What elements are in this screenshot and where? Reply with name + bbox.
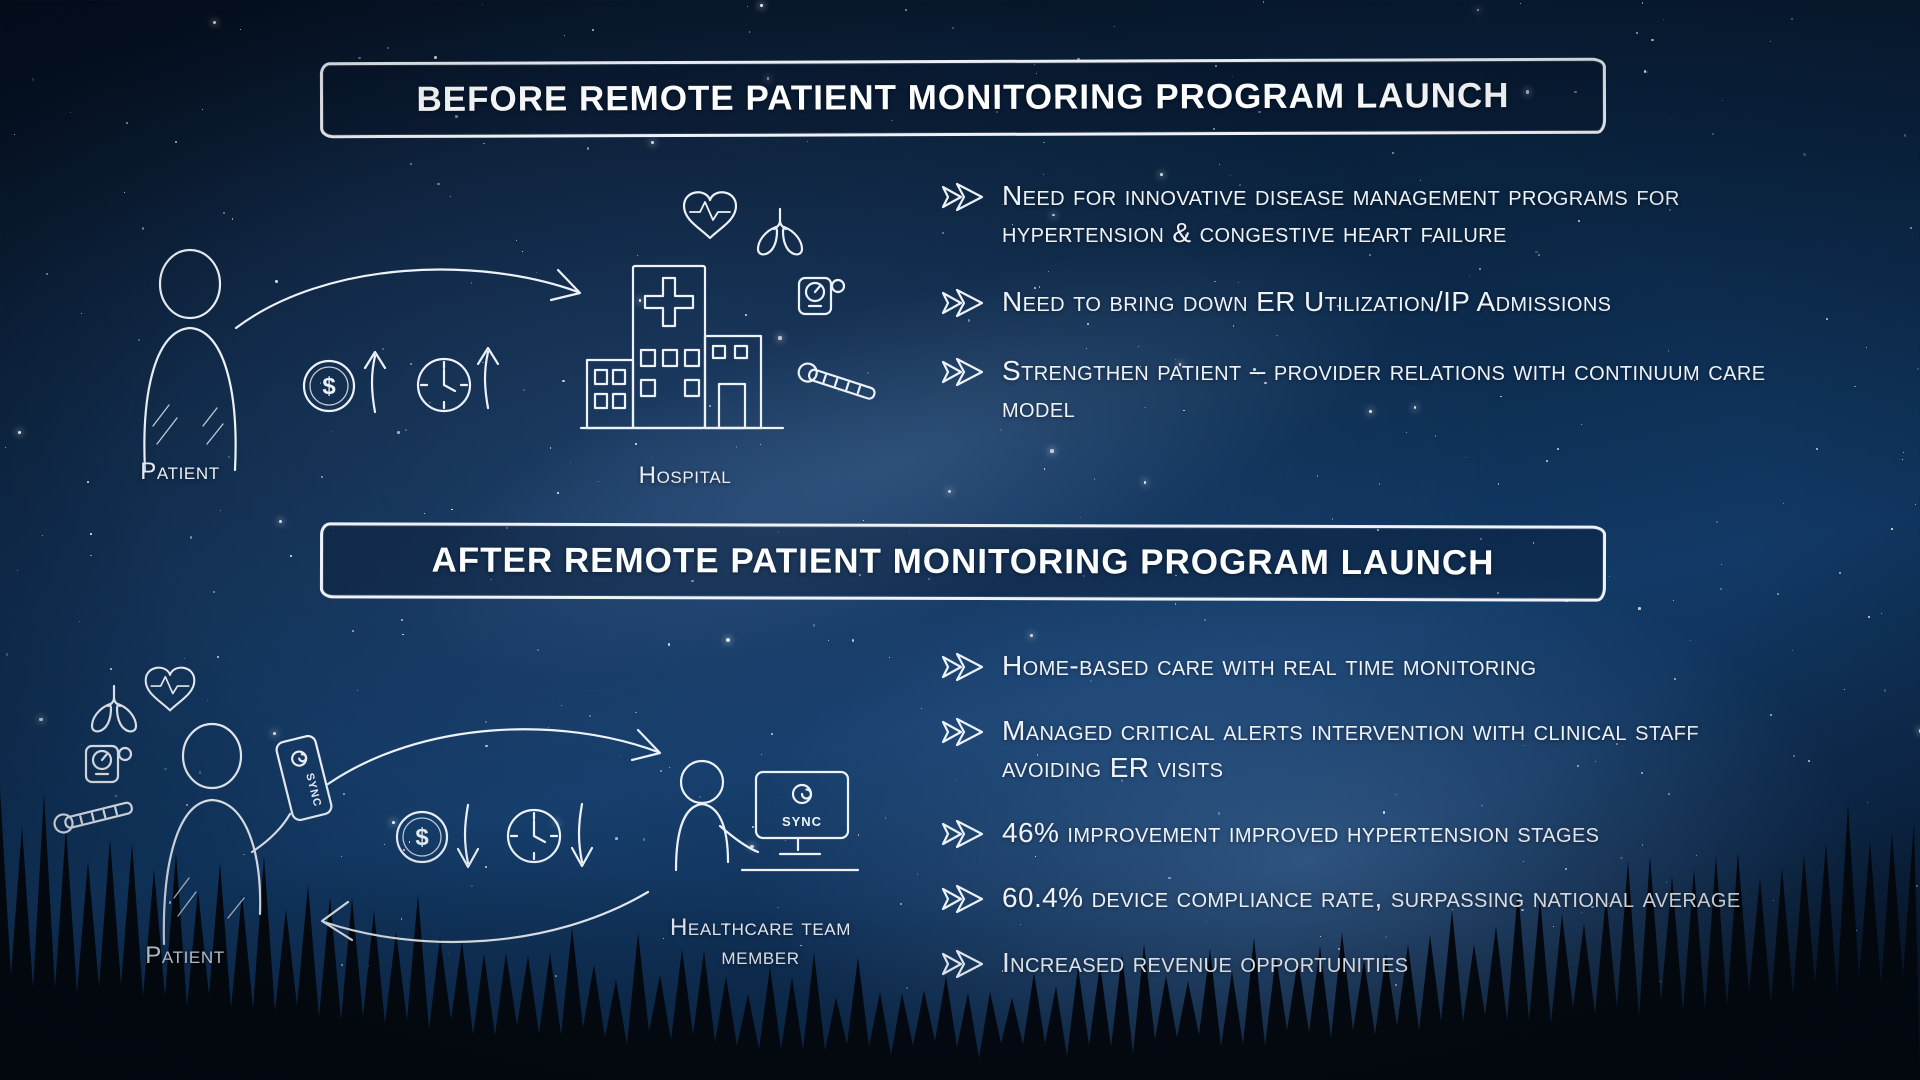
bullet-text: 60.4% device compliance rate, surpassing… <box>1002 881 1741 913</box>
hospital-label: Hospital <box>638 462 732 489</box>
thermometer-icon <box>797 362 876 400</box>
bullet-text: Home-based care with real time monitorin… <box>1002 650 1537 681</box>
monitor-sync-icon: SYNC <box>754 770 850 856</box>
bullet-item: Need for innovative disease management p… <box>940 178 1820 252</box>
after-title-box: AFTER REMOTE PATIENT MONITORING PROGRAM … <box>319 522 1607 602</box>
bullet-text: Managed critical alerts intervention wit… <box>1002 714 1699 783</box>
arrow-patient-to-hospital-icon <box>234 268 582 330</box>
cost-down-icon: $ <box>395 803 480 869</box>
bullet-arrow-icon <box>941 357 984 386</box>
heart-pulse-icon <box>682 191 738 240</box>
svg-text:$: $ <box>322 373 336 400</box>
bullet-arrow-icon <box>941 884 984 913</box>
hospital-icon <box>579 264 785 430</box>
patient-with-phone-icon: SYNC <box>162 722 333 946</box>
bp-monitor-icon <box>84 744 133 784</box>
bullet-text: Increased revenue opportunities <box>1002 946 1409 978</box>
bullet-text: Strengthen patient – provider relations … <box>1002 354 1766 423</box>
bullet-item: Managed critical alerts intervention wit… <box>940 713 1800 787</box>
bp-monitor-icon <box>797 276 846 316</box>
heart-pulse-icon <box>144 666 196 712</box>
after-title: AFTER REMOTE PATIENT MONITORING PROGRAM … <box>431 540 1495 583</box>
team-label: Healthcare team member <box>670 914 851 970</box>
before-title: BEFORE REMOTE PATIENT MONITORING PROGRAM… <box>416 76 1510 119</box>
bullet-arrow-icon <box>941 182 984 212</box>
bullet-item: Increased revenue opportunities <box>940 945 1800 982</box>
time-up-icon <box>416 346 500 413</box>
bullet-text: Need for innovative disease management p… <box>1002 180 1680 248</box>
before-bullets-list: Need for innovative disease management p… <box>940 178 1820 459</box>
bullet-item: Need to bring down ER Utilization/IP Adm… <box>940 284 1820 321</box>
lungs-icon <box>756 207 804 256</box>
after-patient-label: Patient <box>145 942 225 969</box>
monitor-sync-label: SYNC <box>782 814 822 829</box>
patient-figure-icon <box>143 248 237 472</box>
time-down-icon <box>506 802 594 868</box>
phone-sync-label: SYNC <box>303 772 323 808</box>
healthcare-member-icon: SYNC <box>674 759 860 872</box>
bullet-arrow-icon <box>941 949 984 978</box>
bullet-item: Home-based care with real time monitorin… <box>940 648 1800 685</box>
bullet-text: Need to bring down ER Utilization/IP Adm… <box>1002 285 1612 317</box>
bullet-item: 60.4% device compliance rate, surpassing… <box>940 880 1800 917</box>
arrow-patient-to-team-icon <box>326 728 662 786</box>
lungs-icon <box>90 684 138 733</box>
bullet-arrow-icon <box>941 652 984 682</box>
bullet-arrow-icon <box>941 288 984 318</box>
after-bullets-list: Home-based care with real time monitorin… <box>940 648 1800 1010</box>
svg-text:$: $ <box>415 824 429 851</box>
bullet-item: Strengthen patient – provider relations … <box>940 353 1820 427</box>
cost-up-icon: $ <box>302 350 387 414</box>
bullet-arrow-icon <box>941 717 984 747</box>
before-title-box: BEFORE REMOTE PATIENT MONITORING PROGRAM… <box>319 57 1607 139</box>
bullet-arrow-icon <box>941 819 984 848</box>
before-patient-label: Patient <box>140 458 220 485</box>
bullet-item: 46% improvement improved hypertension st… <box>940 815 1800 852</box>
bullet-text: 46% improvement improved hypertension st… <box>1002 816 1600 848</box>
